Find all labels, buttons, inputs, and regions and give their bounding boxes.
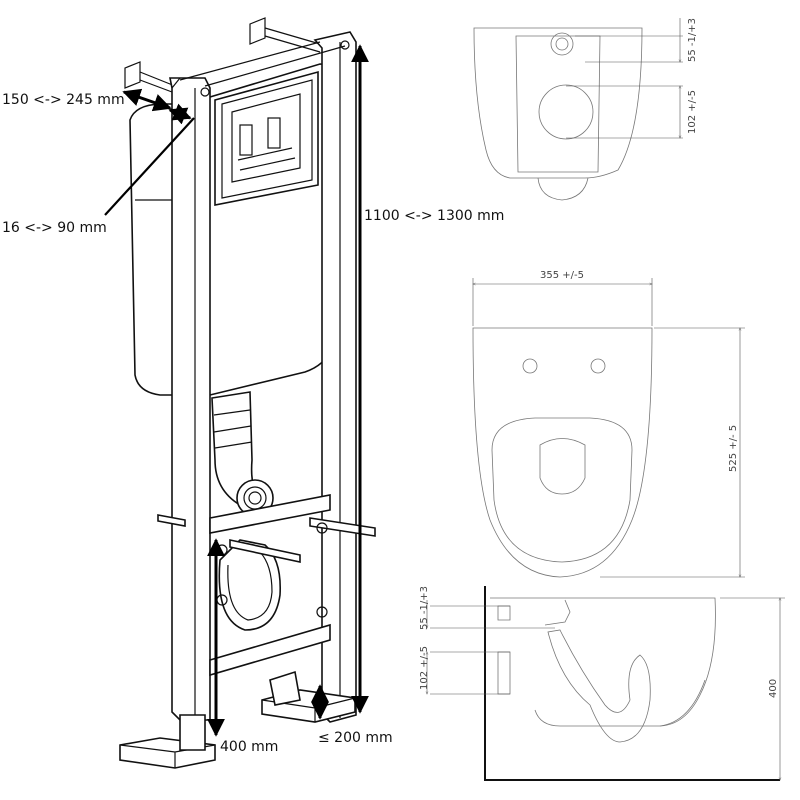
- toilet-bowl-top-drawing: [472, 278, 745, 578]
- toilet-bowl-side-drawing: [427, 586, 785, 781]
- label-height-adjust: 1100 <-> 1300 mm: [364, 208, 504, 224]
- rear-outlet-offset: 102 +/-5: [687, 90, 698, 134]
- label-foot-height: 400 mm: [220, 739, 278, 755]
- top-length: 525 +/- 5: [728, 425, 739, 472]
- toilet-bowl-rear-drawing: [473, 18, 683, 201]
- side-top-offset: 55 -1/+3: [419, 586, 430, 630]
- label-depth-adjust: 150 <-> 245 mm: [2, 92, 125, 108]
- rear-top-offset: 55 -1/+3: [687, 18, 698, 62]
- mounting-frame-drawing: [119, 17, 376, 769]
- top-width: 355 +/-5: [540, 270, 584, 281]
- label-wall-gap: 16 <-> 90 mm: [2, 220, 107, 236]
- side-outlet-offset: 102 +/-5: [419, 646, 430, 690]
- side-height: 400: [768, 679, 779, 698]
- frame-dimension-lines: [104, 44, 369, 737]
- label-foot-adjust: ≤ 200 mm: [318, 730, 393, 746]
